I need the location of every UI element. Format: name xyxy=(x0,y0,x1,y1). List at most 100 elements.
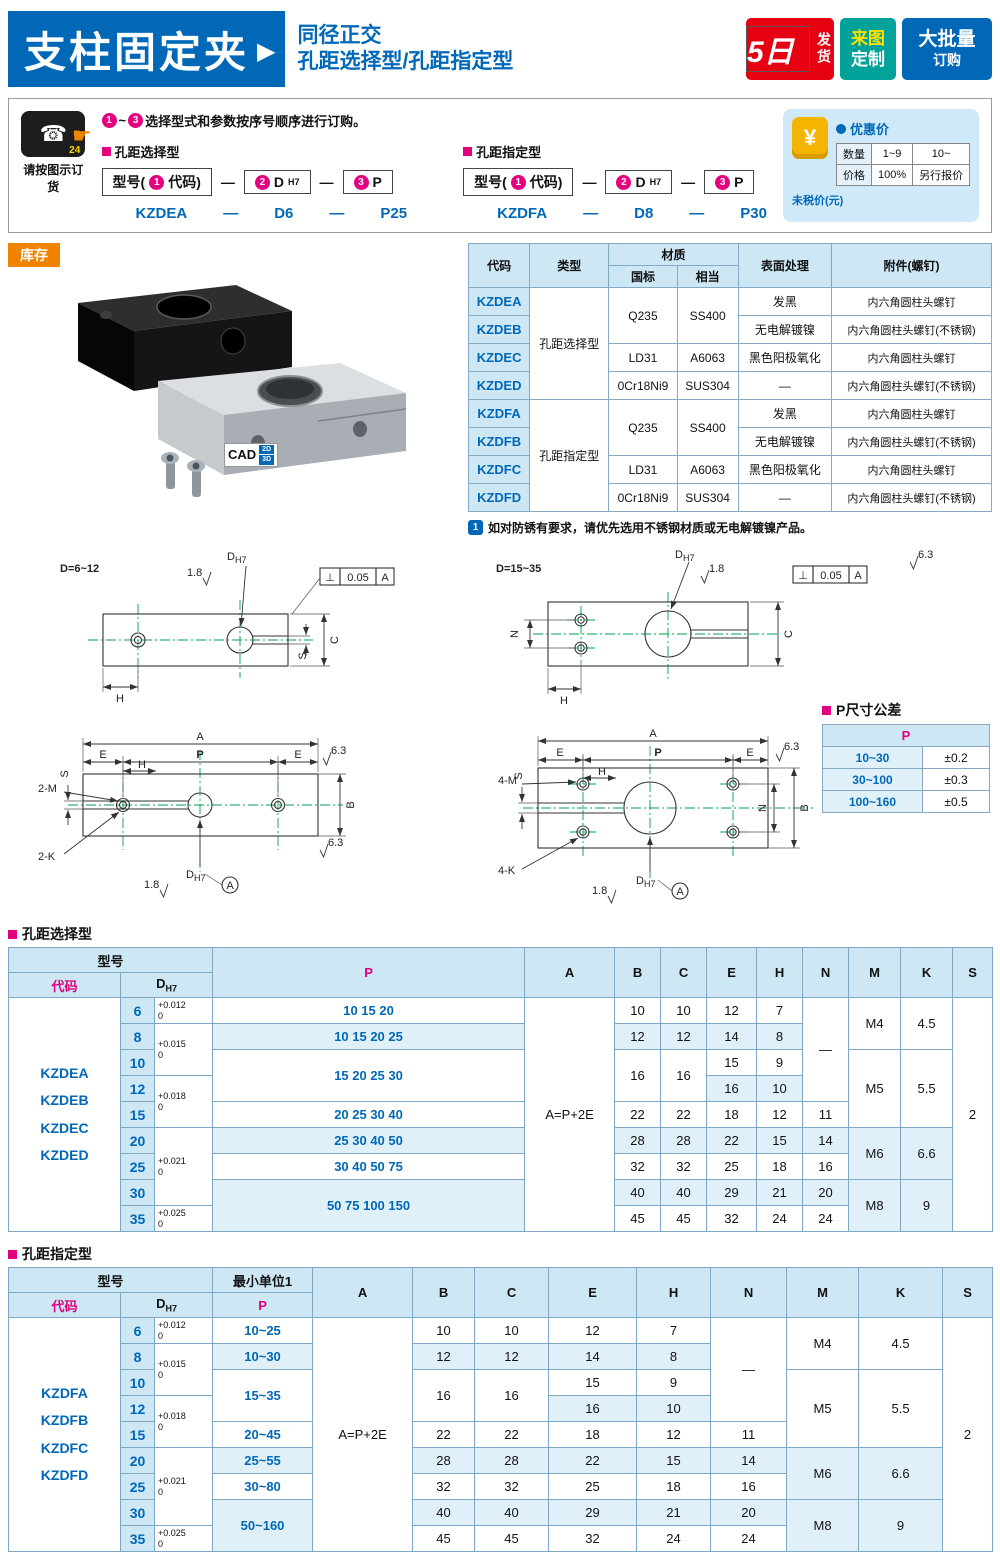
section-marker xyxy=(822,705,831,715)
c-value: 16 xyxy=(474,1369,550,1422)
dim-a: A xyxy=(196,731,204,743)
k-value: 9 xyxy=(900,1179,954,1232)
col-header-b: B xyxy=(614,947,662,998)
label-4m: 4-M xyxy=(498,775,517,787)
step3-badge: 3 xyxy=(128,113,144,128)
p-range: 50~160 xyxy=(212,1499,314,1552)
col-header-p: P xyxy=(212,947,526,998)
equiv-cell: A6063 xyxy=(676,343,739,372)
col-header-type: 类型 xyxy=(529,243,610,288)
product-photo-area: 库存 xyxy=(8,243,456,535)
h-value: 24 xyxy=(636,1525,712,1552)
d-value: 35 xyxy=(120,1525,155,1552)
table-row: 30 50~160 40 40 29 21 20 M8 9 xyxy=(9,1499,993,1552)
h-value: 9 xyxy=(756,1049,804,1076)
c-value: 40 xyxy=(474,1499,550,1526)
arrow-icon: ▶ xyxy=(257,37,276,65)
a-formula: A=P+2E xyxy=(524,997,616,1232)
tolerance-frame: ⊥ 0.05 A xyxy=(319,567,395,586)
type-cell: 孔距选择型 xyxy=(529,287,610,400)
accessory-cell: 内六角圆柱头螺钉 xyxy=(831,287,992,316)
d-hole-label: DH7 xyxy=(675,549,694,563)
datum-a: A xyxy=(676,886,684,898)
price-1: 100% xyxy=(870,164,914,186)
dim-e: E xyxy=(746,747,753,759)
c-value: 45 xyxy=(660,1205,708,1232)
p-values: 10 15 20 xyxy=(212,997,526,1024)
step1-badge: 1 xyxy=(101,113,117,128)
p-range: 10~30 xyxy=(212,1343,314,1370)
svg-text:1.8: 1.8 xyxy=(144,879,159,891)
b-value: 40 xyxy=(614,1179,662,1206)
col-header-d: DH7 xyxy=(119,1292,214,1318)
surface-cell: 发黑 xyxy=(737,287,833,316)
b-value: 32 xyxy=(412,1473,476,1500)
dim-e: E xyxy=(99,749,106,761)
col-header-k: K xyxy=(858,1267,944,1318)
black-clamp-photo xyxy=(78,285,292,391)
h-value: 10 xyxy=(636,1395,712,1422)
p-values: 20 25 30 40 xyxy=(212,1101,526,1128)
dim-n: N xyxy=(757,804,769,812)
roughness-6-3: 6.3 xyxy=(319,837,343,859)
col-header-e: E xyxy=(548,1267,638,1318)
a-formula: A=P+2E xyxy=(312,1317,414,1552)
c-value: 16 xyxy=(660,1049,708,1102)
col-header-d: DH7 xyxy=(119,972,214,998)
k-value: 9 xyxy=(858,1499,944,1552)
section-marker xyxy=(8,929,17,939)
technical-drawings: D=6~12 DH7 1.8 ⊥ 0.05 A xyxy=(8,542,992,916)
gb-cell: LD31 xyxy=(608,455,678,484)
roughness-1-8: 1.8 xyxy=(187,567,212,587)
col-header-code: 代码 xyxy=(467,243,531,288)
d-value: 6 xyxy=(120,997,155,1024)
h-value: 18 xyxy=(756,1153,804,1180)
b-value: 16 xyxy=(614,1049,662,1102)
d-hole-label: DH7 xyxy=(636,875,655,889)
b-value: 10 xyxy=(412,1317,476,1344)
h-value: 24 xyxy=(756,1205,804,1232)
qty-range-1: 1~9 xyxy=(870,143,914,165)
drawing-d6-12: D=6~12 DH7 1.8 ⊥ 0.05 A xyxy=(38,551,395,899)
surface-cell: 黑色阳极氧化 xyxy=(737,455,833,484)
dot-icon xyxy=(836,123,846,134)
svg-text:0.05: 0.05 xyxy=(820,570,841,582)
custom-order-badge: 来图 定制 xyxy=(840,18,896,80)
product-photo xyxy=(78,285,407,497)
service-badges: 5日 发货 来图 定制 大批量 订购 xyxy=(746,18,992,80)
h-value: 12 xyxy=(756,1101,804,1128)
m-value: M5 xyxy=(848,1049,902,1128)
dim-p: P xyxy=(196,749,203,761)
b-value: 28 xyxy=(412,1447,476,1474)
accessory-cell: 内六角圆柱头螺钉(不锈钢) xyxy=(831,427,992,456)
surface-cell: 无电解镀镍 xyxy=(737,315,833,344)
d-value: 15 xyxy=(120,1421,155,1448)
d-value: 25 xyxy=(120,1473,155,1500)
order-by-diagram-label: 请按图示订货 xyxy=(23,163,84,194)
section-marker xyxy=(8,1249,17,1259)
code-cell: KZDFC xyxy=(467,455,531,484)
dim-b: B xyxy=(345,801,357,808)
tolerance-frame: ⊥ 0.05 A xyxy=(792,565,868,584)
accessory-cell: 内六角圆柱头螺钉 xyxy=(831,343,992,372)
col-header-s: S xyxy=(942,1267,994,1318)
select-type-table: 型号 P A B C E H N M K S 代码 DH7 xyxy=(7,947,994,1232)
n-value: 14 xyxy=(802,1127,850,1154)
n-value: 20 xyxy=(802,1179,850,1206)
dim-a: A xyxy=(649,728,657,740)
col-header-h: H xyxy=(756,947,804,998)
c-value: 10 xyxy=(474,1317,550,1344)
dim-c: C xyxy=(329,636,341,644)
drawing-title: D=15~35 xyxy=(496,563,541,575)
h-value: 21 xyxy=(756,1179,804,1206)
surface-cell: — xyxy=(737,371,833,400)
d-value: 10 xyxy=(120,1049,155,1076)
col-header-p: P xyxy=(822,724,990,747)
e-value: 18 xyxy=(706,1101,758,1128)
